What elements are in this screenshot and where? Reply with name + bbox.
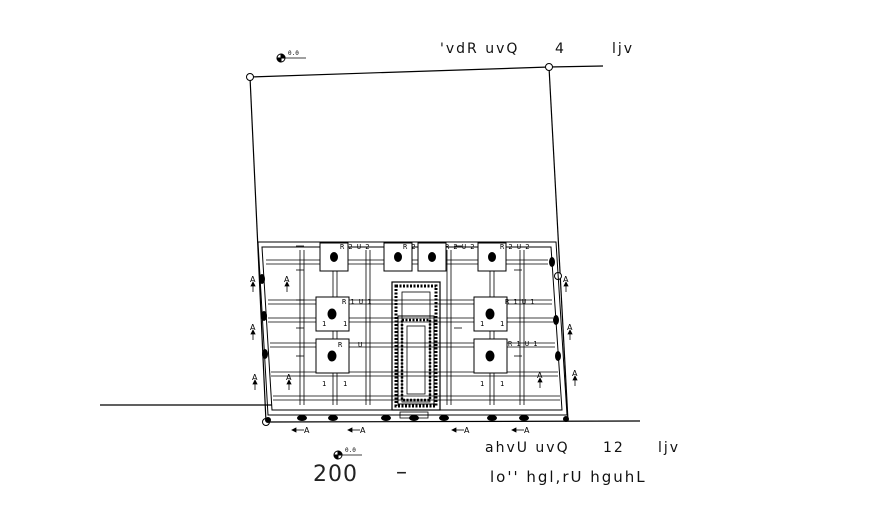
tag-r1u1: R 1 U 1	[505, 298, 535, 306]
tag-one: 1	[480, 380, 484, 388]
column	[327, 308, 337, 320]
tag-one: 1	[480, 320, 484, 328]
tag-r1u1: R 1 U 1	[508, 340, 538, 348]
tie-beams	[266, 250, 560, 405]
tag-a: A	[304, 426, 310, 435]
tag-a: A	[567, 323, 573, 332]
tag-u: U	[358, 341, 362, 349]
column	[381, 415, 391, 421]
bottom-road-unit: ljv	[658, 440, 681, 456]
tag-r2u2: R 2 U 2	[445, 243, 475, 251]
central-core	[391, 281, 441, 419]
level-symbol-bottom	[333, 450, 362, 460]
column	[439, 415, 449, 421]
column	[563, 416, 569, 422]
column	[261, 311, 267, 321]
tag-one: 1	[322, 380, 326, 388]
column	[549, 257, 555, 267]
column	[327, 350, 337, 362]
tag-a: A	[252, 373, 258, 382]
tag-r2: R 2	[403, 243, 416, 251]
top-road-name: 'vdR uvQ	[440, 41, 520, 57]
column	[409, 415, 419, 421]
column	[488, 252, 496, 262]
tag-a: A	[284, 275, 290, 284]
tag-a: A	[563, 275, 569, 284]
column	[330, 252, 338, 262]
scale-value: 200	[313, 462, 358, 487]
section-arrows	[250, 245, 578, 433]
top-road-unit: ljv	[612, 41, 635, 57]
footing	[477, 242, 507, 272]
column	[519, 415, 529, 421]
tag-one: 1	[343, 380, 347, 388]
column	[487, 415, 497, 421]
tag-a: A	[572, 369, 578, 378]
level-symbol-top	[276, 53, 306, 63]
column	[328, 415, 338, 421]
tag-one: 1	[500, 320, 504, 328]
column	[485, 308, 495, 320]
column	[555, 351, 561, 361]
tag-r: R	[338, 341, 343, 349]
tag-one: 1	[500, 380, 504, 388]
tag-r2u2: R 2 U 2	[500, 243, 530, 251]
tag-one: 1	[343, 320, 347, 328]
column	[297, 415, 307, 421]
column	[265, 417, 271, 423]
column	[485, 350, 495, 362]
bottom-road-width: 12	[603, 440, 625, 456]
tag-a: A	[524, 426, 530, 435]
tag-one: 1	[322, 320, 326, 328]
element-tags: R 2 U 2 R 2 R 2 U 2 R 2 U 2 R 1 U 1 R 1 …	[250, 243, 578, 435]
level-value-top: 0.0	[288, 50, 299, 57]
footing	[417, 242, 447, 272]
tag-a: A	[464, 426, 470, 435]
tag-a: A	[286, 373, 292, 382]
tag-a: A	[537, 371, 543, 380]
column	[262, 349, 268, 359]
bottom-road-name: ahvU uvQ	[485, 440, 570, 456]
tag-a: A	[360, 426, 366, 435]
tag-r2u2: R 2 U 2	[340, 243, 370, 251]
columns	[259, 252, 569, 423]
drawing-title: lo'' hgl,rU hguhL	[490, 468, 647, 486]
footings	[315, 242, 508, 374]
column	[259, 274, 265, 284]
tag-r1u1: R 1 U 1	[342, 298, 372, 306]
tag-a: A	[250, 323, 256, 332]
scale-dash: –	[396, 460, 408, 485]
column	[394, 252, 402, 262]
top-road-width: 4	[555, 41, 566, 57]
tag-a: A	[250, 275, 256, 284]
column	[428, 252, 436, 262]
column	[553, 315, 559, 325]
level-value-bottom: 0.0	[345, 447, 356, 454]
